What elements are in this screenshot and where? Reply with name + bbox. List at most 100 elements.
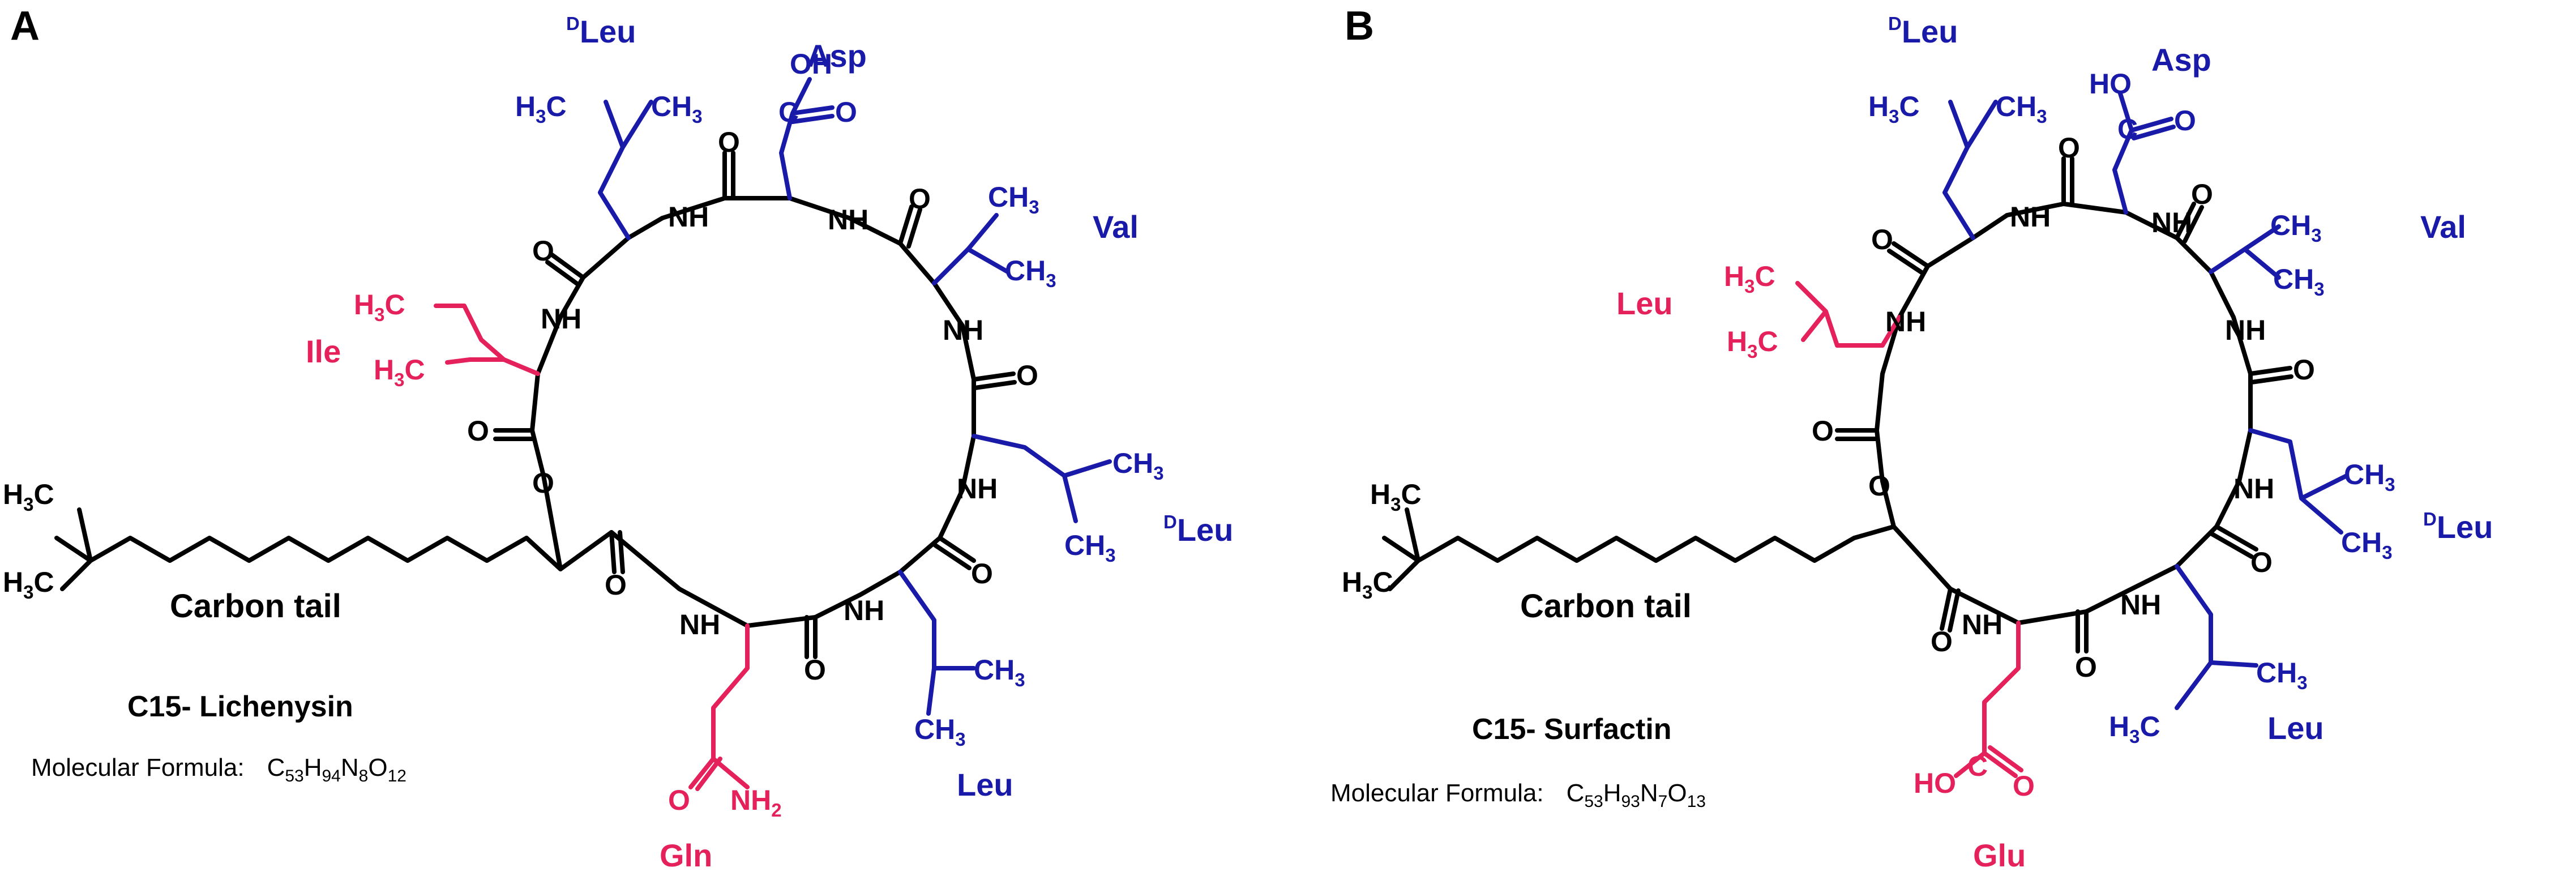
panel-a-blue-atoms: H3C CH3 OH C O CH3 CH3 CH3 CH3 CH3 CH3	[515, 48, 1164, 750]
panel-b: B NH NH NH NH NH NH NH O O O O O O O O O	[1330, 3, 2493, 873]
panel-a: A NH NH NH NH NH NH NH O O O O O	[3, 3, 1233, 873]
svg-text:CH3: CH3	[651, 91, 703, 127]
atom-o: O	[1812, 415, 1834, 447]
panel-b-ring-backbone	[1875, 202, 2253, 625]
svg-text:C: C	[1967, 750, 1988, 782]
panel-b-dleu1-sidechain	[1942, 100, 1998, 240]
panel-a-gln-sidechain	[688, 623, 750, 791]
panel-a-formula: Molecular Formula:C53H94N8O12	[31, 754, 406, 785]
panel-b-carbon-tail	[1382, 507, 1896, 591]
svg-text:H3C: H3C	[354, 289, 405, 325]
panel-b-compound-name: C15- Surfactin	[1472, 713, 1672, 746]
panel-b-tail-label: Carbon tail	[1520, 588, 1692, 625]
residue-leu-label: Leu	[2267, 710, 2324, 746]
atom-nh: NH	[679, 609, 720, 640]
atom-o: O	[718, 126, 740, 158]
svg-text:OH: OH	[790, 48, 832, 80]
panel-b-blue-atoms: H3C CH3 HO C O CH3 CH3 CH3 CH3 CH3 H3C	[1868, 68, 2395, 747]
residue-gln-label: Gln	[660, 838, 712, 873]
atom-o: O	[2293, 354, 2315, 386]
panel-a-carbonyl-bonds	[493, 151, 1017, 659]
panel-a-tail-atoms: H3C H3C	[3, 479, 54, 603]
svg-text:HO: HO	[2089, 68, 2132, 100]
svg-text:CH3: CH3	[2273, 263, 2325, 300]
svg-text:CH3: CH3	[974, 654, 1025, 690]
atom-nh: NH	[957, 473, 998, 505]
panel-a-red-atoms: H3C H3C O NH2	[354, 289, 782, 821]
svg-text:HO: HO	[1914, 767, 1956, 799]
residue-asp-label: Asp	[2151, 42, 2211, 78]
residue-asp-label: Asp	[807, 38, 867, 74]
atom-o: O	[909, 183, 931, 215]
atom-o: O	[2191, 178, 2213, 210]
svg-text:CH3: CH3	[1112, 447, 1164, 484]
panel-a-val-sidechain	[932, 213, 1010, 285]
panel-a-ring-backbone	[530, 196, 976, 628]
svg-text:CH3: CH3	[2270, 210, 2322, 246]
svg-text:O: O	[2013, 770, 2035, 802]
atom-o: O	[605, 569, 627, 601]
panel-a-ile-sidechain	[434, 304, 540, 376]
atom-o: O	[2075, 651, 2097, 683]
atom-nh: NH	[828, 204, 868, 236]
panel-b-val-sidechain	[2209, 224, 2281, 280]
svg-text:CH3: CH3	[1064, 529, 1116, 566]
svg-text:H3C: H3C	[3, 479, 54, 515]
svg-text:H3C: H3C	[1724, 260, 1775, 297]
panel-b-tail-atoms: H3C H3C	[1342, 479, 1422, 603]
panel-a-letter: A	[10, 3, 40, 49]
atom-nh: NH	[2151, 207, 2192, 238]
atom-nh: NH	[668, 201, 709, 233]
panel-a-dleu1-sidechain	[598, 100, 653, 240]
atom-nh: NH	[2010, 201, 2051, 233]
panel-b-carbonyl-bonds	[1835, 156, 2293, 653]
svg-text:H3C: H3C	[515, 91, 567, 127]
atom-o: O	[2058, 132, 2080, 164]
svg-text:O: O	[835, 96, 857, 128]
svg-text:O: O	[668, 784, 690, 816]
svg-text:CH3: CH3	[1005, 255, 1056, 291]
panel-b-ring-atoms: NH NH NH NH NH NH NH O O O O O O O O O	[1812, 132, 2315, 683]
svg-text:CH3: CH3	[2341, 527, 2393, 563]
svg-text:H3C: H3C	[1868, 91, 1920, 127]
panel-b-letter: B	[1345, 3, 1374, 49]
panel-b-dleu2-sidechain	[2248, 428, 2349, 535]
svg-text:H3C: H3C	[2109, 711, 2160, 747]
svg-text:NH2: NH2	[730, 784, 782, 821]
atom-nh: NH	[1962, 609, 2002, 640]
panel-b-formula: Molecular Formula:C53H93N7O13	[1330, 779, 1706, 811]
residue-val-label: Val	[2420, 209, 2466, 245]
svg-text:H3C: H3C	[374, 354, 425, 390]
svg-text:CH3: CH3	[988, 181, 1039, 217]
residue-leu-label: Leu	[957, 767, 1013, 802]
svg-text:CH3: CH3	[1996, 91, 2047, 127]
residue-dleu1-label: DLeu	[1888, 13, 1958, 49]
svg-text:H3C: H3C	[1342, 566, 1393, 603]
atom-o: O	[2250, 546, 2273, 578]
residue-dleu2-label: DLeu	[2423, 509, 2493, 545]
panel-b-leu-sidechain	[2175, 564, 2258, 710]
panel-a-tail-label: Carbon tail	[170, 588, 341, 625]
svg-text:C: C	[2117, 113, 2138, 145]
atom-o: O	[1868, 470, 1890, 502]
panel-a-compound-name: C15- Lichenysin	[127, 690, 353, 723]
svg-text:C: C	[778, 96, 799, 128]
residue-dleu1-label: DLeu	[566, 13, 636, 49]
atom-nh: NH	[2120, 589, 2161, 621]
atom-o: O	[971, 558, 993, 589]
panel-a-leu-sidechain	[898, 570, 976, 716]
panel-b-glu-sidechain	[1954, 621, 2023, 778]
svg-text:O: O	[2174, 105, 2196, 136]
atom-o: O	[1016, 360, 1038, 391]
atom-o: O	[467, 415, 489, 447]
svg-text:CH3: CH3	[2344, 459, 2395, 495]
atom-o: O	[532, 467, 554, 499]
atom-o: O	[532, 235, 554, 267]
atom-nh: NH	[1885, 306, 1926, 338]
svg-text:H3C: H3C	[1370, 479, 1422, 515]
residue-dleu2-label: DLeu	[1163, 511, 1233, 548]
atom-o: O	[1931, 626, 1953, 657]
atom-nh: NH	[541, 303, 581, 335]
residue-leu-red-label: Leu	[1616, 285, 1673, 321]
